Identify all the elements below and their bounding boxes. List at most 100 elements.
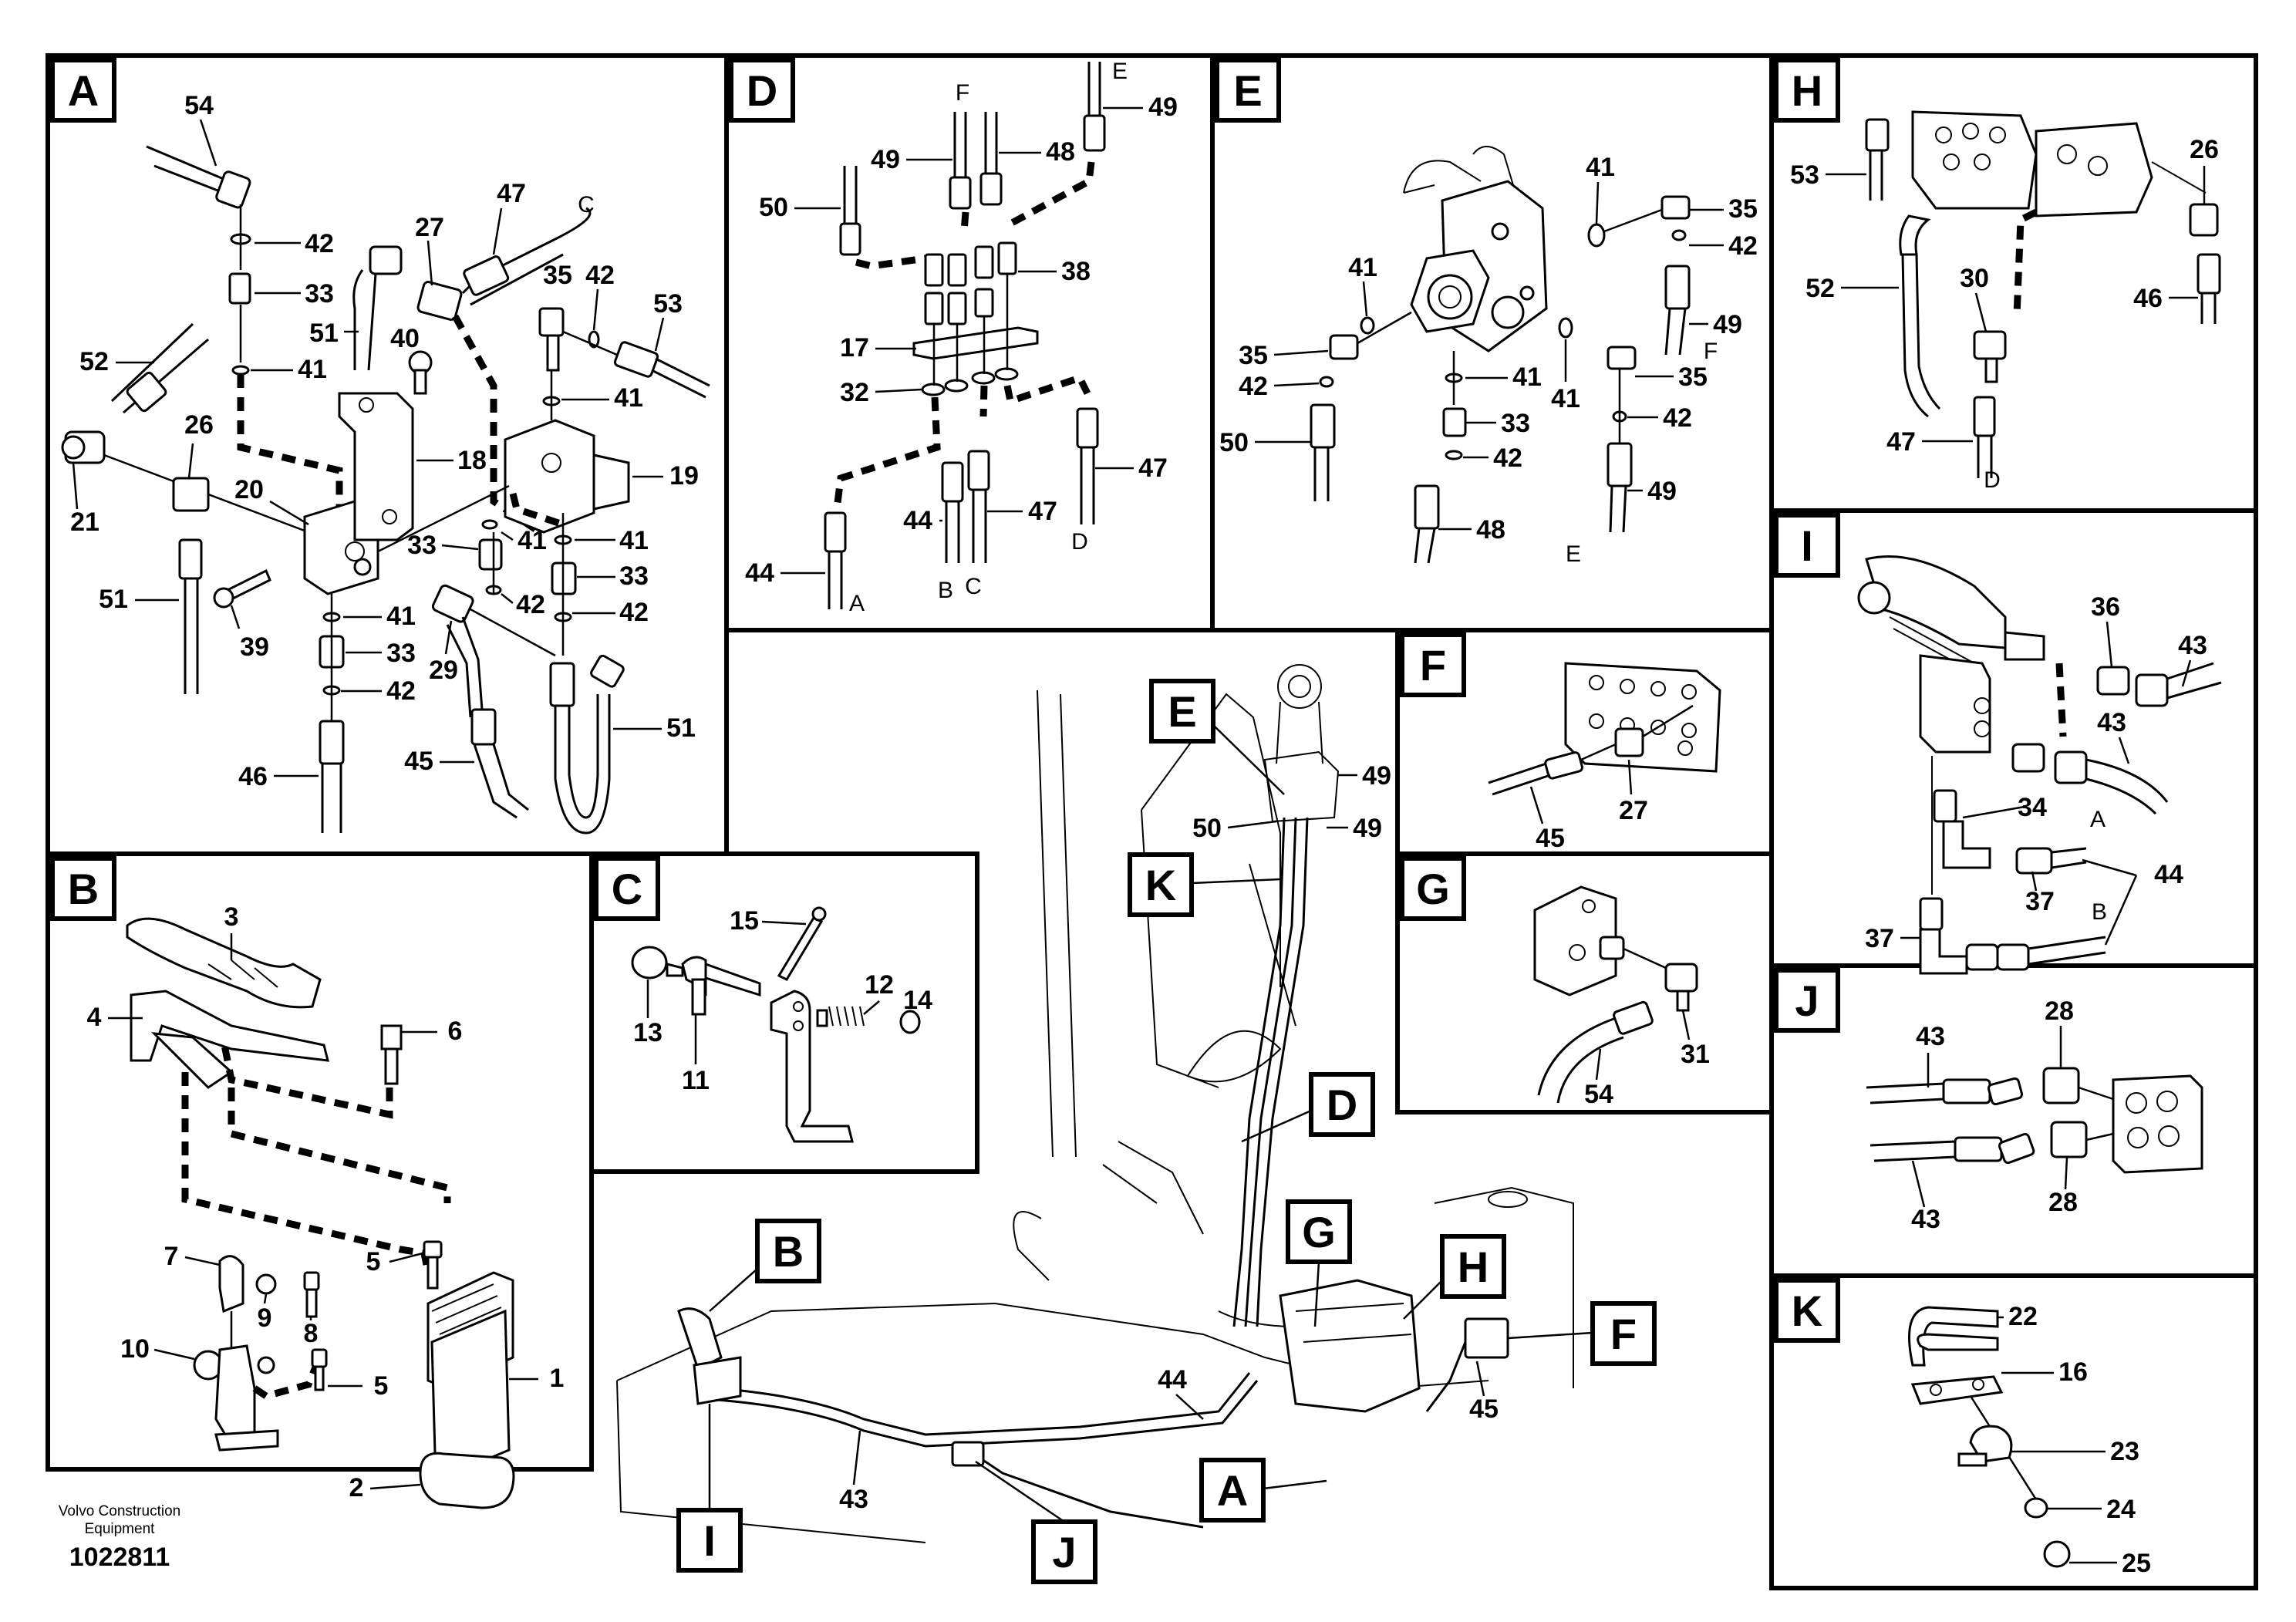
svg-text:42: 42 (1728, 231, 1758, 261)
svg-text:H: H (1458, 1243, 1489, 1291)
svg-text:42: 42 (1493, 443, 1522, 473)
panel-f-tag: F (1400, 632, 1466, 697)
svg-text:35: 35 (1678, 363, 1708, 392)
panel-d-tag: D (729, 58, 795, 123)
overview-tags: E K D G H B F A I J (676, 679, 1657, 1584)
svg-text:51: 51 (666, 713, 696, 743)
svg-text:D: D (1327, 1081, 1357, 1129)
svg-text:38: 38 (1061, 257, 1091, 286)
panel-e-tag: E (1215, 58, 1281, 123)
panel-g-callouts: 31 54 (1584, 1010, 1710, 1109)
svg-text:26: 26 (2190, 135, 2219, 164)
brand-line-1: Volvo Construction (58, 1503, 181, 1519)
overview-machine-drawing (616, 664, 1574, 1543)
svg-text:9: 9 (258, 1303, 272, 1333)
svg-text:28: 28 (2048, 1188, 2078, 1217)
svg-text:41: 41 (1348, 253, 1377, 282)
svg-text:47: 47 (1886, 427, 1916, 457)
svg-text:13: 13 (633, 1018, 663, 1047)
svg-text:D: D (1984, 467, 2001, 493)
svg-text:42: 42 (1663, 403, 1692, 433)
panel-a-drawing (61, 145, 710, 835)
svg-text:44: 44 (903, 506, 932, 535)
svg-text:51: 51 (99, 585, 128, 614)
svg-text:52: 52 (79, 347, 109, 376)
svg-text:F: F (1610, 1310, 1637, 1358)
svg-text:G: G (1416, 865, 1450, 913)
svg-text:41: 41 (1551, 384, 1580, 413)
svg-text:50: 50 (759, 193, 788, 222)
svg-text:41: 41 (614, 383, 643, 413)
panel-h-callouts: 53 26 52 30 46 47 D (1790, 135, 2219, 493)
svg-text:54: 54 (184, 91, 214, 120)
svg-text:49: 49 (1353, 814, 1382, 843)
svg-text:J: J (1795, 976, 1819, 1025)
svg-text:18: 18 (457, 446, 487, 475)
panel-h-drawing (1865, 110, 2221, 478)
panel-e-callouts: 41 35 42 41 49 F 35 35 42 41 41 42 50 33… (1219, 153, 1758, 567)
svg-text:48: 48 (1046, 137, 1075, 167)
svg-text:1: 1 (550, 1364, 565, 1393)
svg-text:42: 42 (1239, 372, 1268, 401)
panel-i-frame (1769, 508, 2258, 968)
svg-text:33: 33 (407, 531, 437, 560)
panel-c-frame (589, 851, 979, 1174)
svg-text:25: 25 (2122, 1549, 2151, 1578)
svg-text:27: 27 (415, 213, 444, 242)
panel-d-callouts: F E 49 49 48 50 38 17 32 47 44 47 44 A B… (745, 59, 1178, 616)
svg-text:43: 43 (1911, 1205, 1940, 1234)
svg-text:44: 44 (2154, 860, 2183, 889)
svg-text:49: 49 (1713, 310, 1742, 339)
panel-b-callouts: 3 4 6 7 9 8 5 10 5 1 2 (87, 902, 565, 1502)
svg-text:K: K (1792, 1286, 1822, 1335)
svg-text:52: 52 (1805, 274, 1835, 303)
svg-text:33: 33 (1501, 409, 1530, 438)
svg-text:5: 5 (366, 1247, 381, 1276)
svg-text:32: 32 (840, 378, 869, 407)
panel-i-callouts: 36 43 43 34 A 44 37 37 B (1865, 592, 2207, 953)
svg-text:47: 47 (1028, 497, 1057, 526)
panel-k-callouts: 22 16 23 24 25 (1998, 1302, 2151, 1578)
svg-text:10: 10 (120, 1334, 150, 1364)
panel-g-drawing (1533, 885, 1698, 1104)
svg-text:28: 28 (2045, 996, 2074, 1026)
svg-text:26: 26 (184, 410, 214, 440)
svg-text:44: 44 (1158, 1365, 1187, 1394)
svg-text:G: G (1302, 1208, 1336, 1256)
panel-c-tag: C (594, 856, 660, 921)
svg-text:16: 16 (2058, 1357, 2088, 1387)
svg-text:E: E (1566, 541, 1581, 567)
panel-d-drawing (824, 62, 1106, 609)
svg-text:30: 30 (1960, 264, 1989, 293)
svg-text:53: 53 (1790, 160, 1819, 190)
svg-text:11: 11 (682, 1066, 710, 1095)
svg-text:46: 46 (2133, 284, 2163, 313)
svg-text:D: D (747, 66, 777, 115)
svg-text:41: 41 (1586, 153, 1615, 182)
svg-text:46: 46 (238, 762, 268, 791)
panel-e-drawing (1310, 146, 1691, 564)
svg-text:29: 29 (429, 656, 458, 685)
svg-text:41: 41 (386, 602, 416, 631)
svg-text:41: 41 (1512, 363, 1542, 392)
svg-text:45: 45 (1536, 824, 1565, 853)
svg-text:20: 20 (234, 475, 264, 504)
svg-text:5: 5 (374, 1371, 389, 1401)
svg-text:51: 51 (309, 319, 339, 348)
svg-text:31: 31 (1681, 1040, 1710, 1069)
panel-f-drawing (1488, 662, 1721, 796)
svg-text:17: 17 (840, 333, 869, 363)
svg-text:41: 41 (619, 526, 649, 555)
svg-text:14: 14 (903, 986, 932, 1015)
svg-text:19: 19 (669, 461, 699, 491)
svg-text:37: 37 (2025, 887, 2055, 916)
svg-text:J: J (1052, 1528, 1076, 1576)
panel-j-callouts: 43 28 43 28 (1911, 996, 2078, 1234)
svg-text:27: 27 (1619, 796, 1648, 825)
svg-text:A: A (68, 66, 99, 115)
svg-text:7: 7 (164, 1242, 179, 1271)
panel-c-callouts: 15 12 14 13 11 (633, 906, 932, 1095)
svg-text:47: 47 (1138, 454, 1168, 483)
svg-text:33: 33 (305, 279, 334, 309)
